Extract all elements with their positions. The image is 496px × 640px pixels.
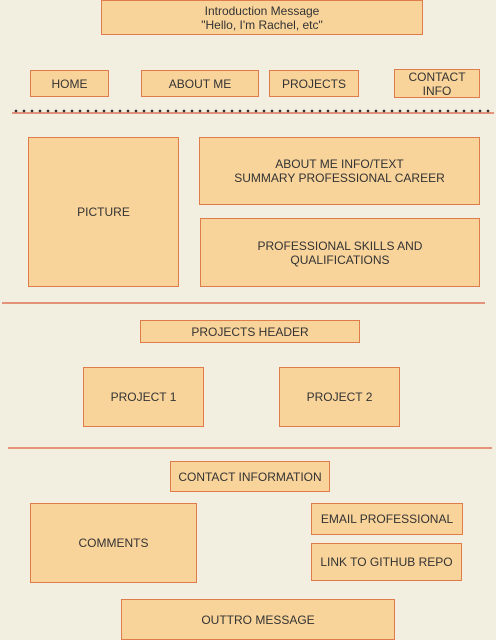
github-link-box: LINK TO GITHUB REPO bbox=[311, 543, 462, 581]
nav-home[interactable]: HOME bbox=[30, 70, 109, 97]
project-1-box: PROJECT 1 bbox=[83, 367, 204, 427]
nav-projects[interactable]: PROJECTS bbox=[269, 70, 359, 97]
skills-box: PROFESSIONAL SKILLS AND QUALIFICATIONS bbox=[200, 218, 480, 287]
nav-about-me[interactable]: ABOUT ME bbox=[141, 70, 259, 97]
nav-contact-info[interactable]: CONTACT INFO bbox=[394, 69, 480, 98]
projects-divider-line bbox=[8, 447, 492, 449]
contact-information-box: CONTACT INFORMATION bbox=[170, 461, 330, 492]
picture-box: PICTURE bbox=[28, 137, 179, 287]
projects-header-box: PROJECTS HEADER bbox=[140, 320, 360, 343]
email-professional-box: EMAIL PROFESSIONAL bbox=[311, 503, 463, 535]
intro-message-box: Introduction Message "Hello, I'm Rachel,… bbox=[101, 0, 423, 35]
comments-box: COMMENTS bbox=[30, 503, 197, 583]
nav-divider-line bbox=[12, 112, 494, 114]
project-2-box: PROJECT 2 bbox=[279, 367, 400, 427]
nav-divider-dots bbox=[12, 109, 494, 113]
outro-message-box: OUTTRO MESSAGE bbox=[121, 599, 395, 640]
about-divider-line bbox=[2, 302, 485, 304]
about-me-info-box: ABOUT ME INFO/TEXT SUMMARY PROFESSIONAL … bbox=[199, 137, 480, 205]
